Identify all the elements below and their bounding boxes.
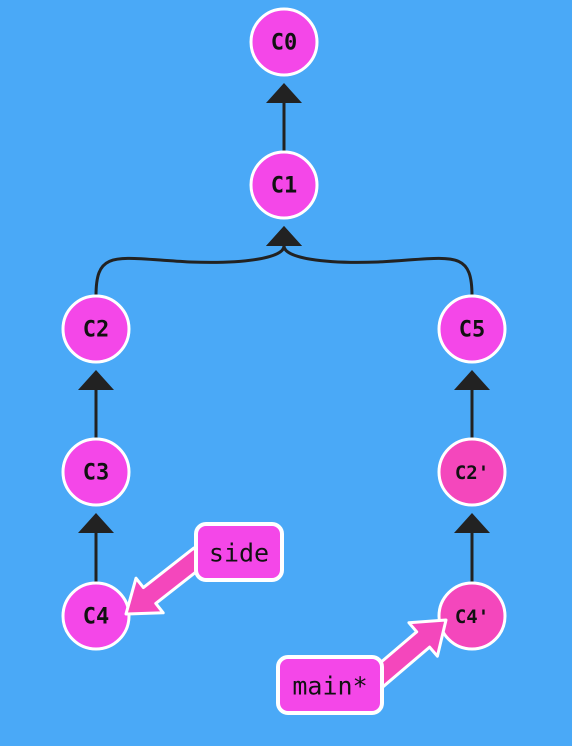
commit-label: C4' <box>455 606 489 628</box>
edge-line <box>282 245 474 297</box>
branch-ref-side: side <box>124 522 284 616</box>
commit-circle <box>61 294 131 364</box>
commit-node-C2p: C2' <box>437 437 507 507</box>
branch-ref-main: main* <box>276 618 448 715</box>
edge-C2-to-C1 <box>94 226 302 297</box>
branch-label-text: side <box>209 539 269 568</box>
arrowhead <box>454 370 490 390</box>
commit-label: C3 <box>83 461 110 486</box>
commit-node-C0: C0 <box>249 7 319 77</box>
commit-label: C4 <box>83 605 110 630</box>
edge-line <box>94 245 286 297</box>
refs-layer: side main* <box>124 522 448 715</box>
commit-circle <box>249 150 319 220</box>
commit-circle <box>61 437 131 507</box>
edge-C3-to-C2 <box>78 370 114 439</box>
commit-label: C1 <box>271 174 298 199</box>
commit-label: C5 <box>459 318 486 343</box>
commit-node-C1: C1 <box>249 150 319 220</box>
commit-node-C4p: C4' <box>437 581 507 651</box>
commit-circle <box>61 581 131 651</box>
edge-C4-to-C3 <box>78 513 114 583</box>
edges-layer <box>78 83 490 583</box>
commit-circle <box>437 437 507 507</box>
commit-node-C2: C2 <box>61 294 131 364</box>
edge-C1-to-C0 <box>266 83 302 152</box>
commit-circle <box>437 294 507 364</box>
commit-node-C3: C3 <box>61 437 131 507</box>
branch-label-box <box>276 655 384 715</box>
commit-label: C2 <box>83 318 110 343</box>
edge-C4p-to-C2p <box>454 513 490 583</box>
edge-C2p-to-C5 <box>454 370 490 439</box>
edge-C5-to-C1 <box>266 226 474 297</box>
commit-circle <box>249 7 319 77</box>
commit-label: C0 <box>271 31 298 56</box>
arrowhead <box>266 226 302 246</box>
commit-label: C2' <box>455 462 489 484</box>
arrowhead <box>78 370 114 390</box>
commit-node-C4: C4 <box>61 581 131 651</box>
branch-label-box <box>194 522 284 582</box>
arrowhead <box>454 513 490 533</box>
commit-circle <box>437 581 507 651</box>
commit-node-C5: C5 <box>437 294 507 364</box>
arrowhead <box>266 83 302 103</box>
branch-label-text: main* <box>292 672 367 701</box>
arrowhead <box>78 513 114 533</box>
